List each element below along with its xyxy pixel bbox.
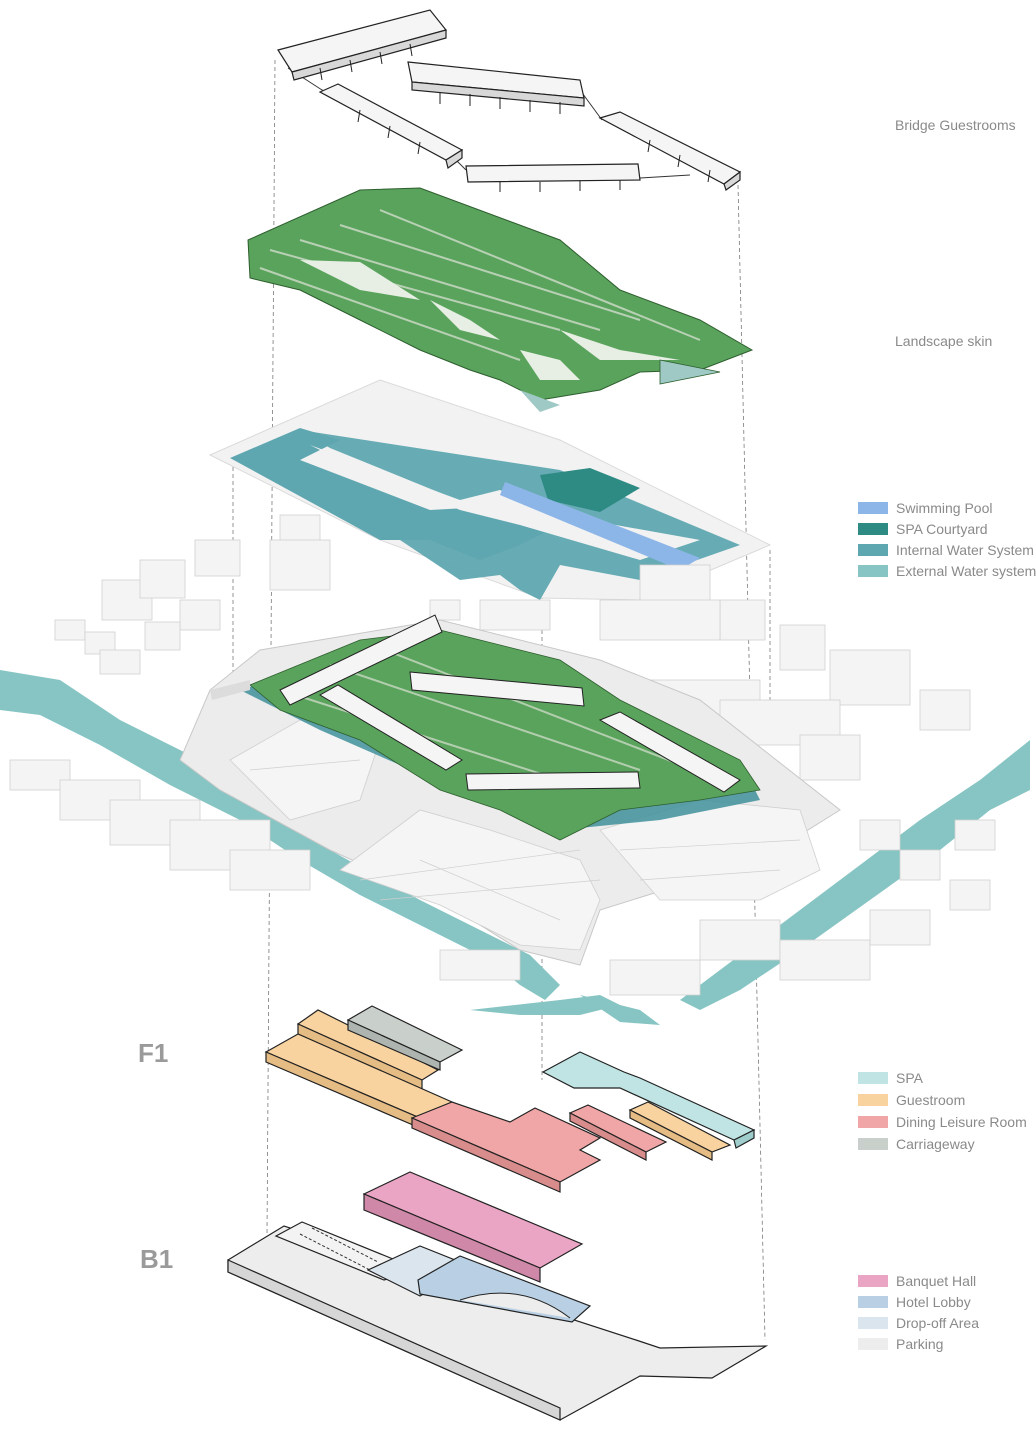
- legend-swatch: [858, 1274, 888, 1287]
- legend-item: Dining Leisure Room: [858, 1111, 1027, 1133]
- legend-item: SPA: [858, 1067, 1027, 1089]
- legend-swatch: [858, 1337, 888, 1350]
- legend-swatch: [858, 1094, 888, 1106]
- legend-item: SPA Courtyard: [858, 518, 1036, 539]
- legend-item: Internal Water System: [858, 539, 1036, 560]
- legend-label: External Water system: [896, 562, 1036, 579]
- b1-plan: [227, 1171, 769, 1421]
- legend-label: Drop-off Area: [896, 1314, 980, 1331]
- legend-label: Hotel Lobby: [896, 1293, 971, 1310]
- legend-swatch: [858, 501, 888, 514]
- bridge-guestrooms-layer: [277, 9, 742, 192]
- legend-swatch: [858, 543, 888, 556]
- legend-swatch: [858, 1116, 888, 1128]
- landscape-skin-label: Landscape skin: [895, 333, 993, 349]
- legend-item: Hotel Lobby: [858, 1291, 979, 1312]
- legend-item: Banquet Hall: [858, 1270, 979, 1291]
- legend-label: SPA: [896, 1070, 923, 1086]
- landscape-skin-layer: [247, 187, 754, 412]
- water-legend: Swimming Pool SPA Courtyard Internal Wat…: [858, 497, 1036, 581]
- legend-item: Guestroom: [858, 1089, 1027, 1111]
- legend-item: External Water system: [858, 560, 1036, 581]
- b1-legend: Banquet Hall Hotel Lobby Drop-off Area P…: [858, 1270, 979, 1354]
- legend-label: Parking: [896, 1335, 944, 1352]
- legend-swatch: [858, 522, 888, 535]
- legend-swatch: [858, 1138, 888, 1150]
- legend-swatch: [858, 1072, 888, 1084]
- f1-plan: [264, 1005, 756, 1193]
- legend-label: Guestroom: [896, 1092, 966, 1108]
- legend-swatch: [858, 564, 888, 577]
- water-system-layer: [208, 379, 772, 601]
- legend-label: Carriageway: [896, 1136, 975, 1152]
- legend-item: Carriageway: [858, 1133, 1027, 1155]
- f1-legend: SPA Guestroom Dining Leisure Room Carria…: [858, 1067, 1027, 1155]
- site-context: [0, 514, 1030, 1025]
- legend-label: SPA Courtyard: [896, 520, 988, 537]
- legend-item: Swimming Pool: [858, 497, 1036, 518]
- legend-label: Banquet Hall: [896, 1272, 977, 1289]
- legend-label: Internal Water System: [896, 541, 1034, 558]
- legend-item: Parking: [858, 1333, 979, 1354]
- legend-label: Swimming Pool: [896, 499, 993, 516]
- legend-label: Dining Leisure Room: [896, 1114, 1027, 1130]
- legend-swatch: [858, 1295, 888, 1308]
- bridge-guestrooms-label: Bridge Guestrooms: [895, 117, 1016, 133]
- legend-swatch: [858, 1316, 888, 1329]
- level-f1-label: F1: [138, 1038, 169, 1068]
- legend-item: Drop-off Area: [858, 1312, 979, 1333]
- level-b1-label: B1: [140, 1244, 174, 1274]
